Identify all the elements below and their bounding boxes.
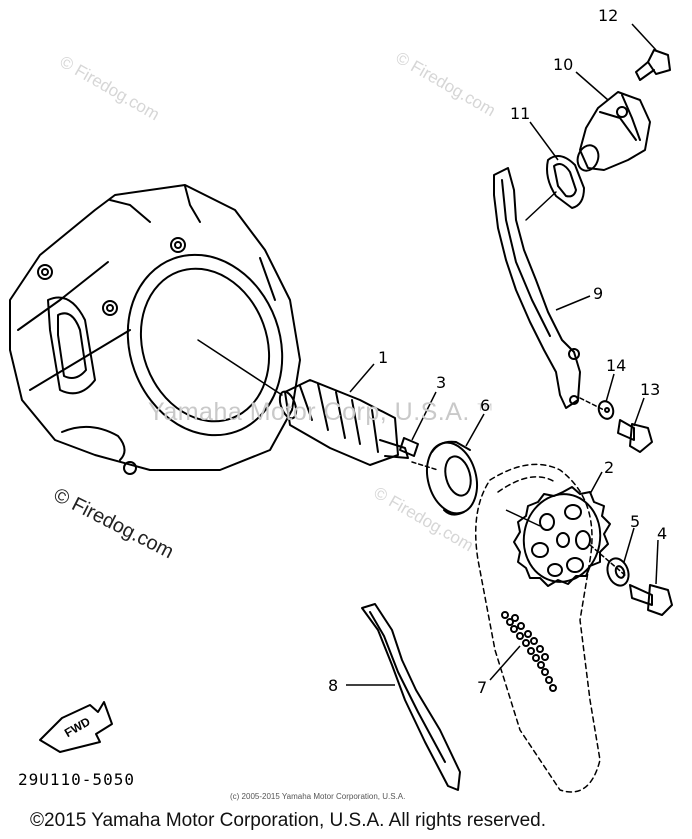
exhaust-chain-guide: [361, 603, 461, 791]
callout-10[interactable]: 10: [553, 55, 574, 74]
callout-11[interactable]: 11: [510, 104, 531, 123]
tensioner-gasket: [525, 155, 585, 221]
callout-14[interactable]: 14: [606, 356, 627, 375]
chain-tensioner: [576, 91, 651, 172]
watermark-tm: TM: [477, 402, 493, 414]
sprocket-bolt: [589, 544, 673, 616]
decompression-cam: [411, 440, 478, 516]
sprocket-washer: [606, 557, 630, 587]
leader-lines: [346, 23, 659, 686]
camshaft: [197, 339, 409, 466]
callout-3[interactable]: 3: [436, 373, 447, 392]
callout-13[interactable]: 13: [640, 380, 661, 399]
cam-chain-path: [474, 463, 601, 793]
small-copyright: (c) 2005-2015 Yamaha Motor Corporation, …: [230, 792, 406, 801]
callout-7[interactable]: 7: [477, 678, 488, 697]
pin: [399, 437, 419, 457]
watermark-yamaha-text: Yamaha Motor Corp, U.S.A.: [148, 398, 470, 426]
cam-chain-links: [501, 611, 557, 692]
tensioner-bolt: [635, 49, 671, 81]
callout-6[interactable]: 6: [480, 396, 491, 415]
watermark-yamaha: Yamaha Motor Corp, U.S.A. TM: [148, 398, 493, 427]
diagram-code: 29U110-5050: [18, 770, 135, 789]
fwd-arrow: [39, 701, 113, 753]
cylinder-head: [9, 184, 301, 475]
callout-5[interactable]: 5: [630, 512, 641, 531]
callout-12[interactable]: 12: [598, 6, 619, 25]
callout-2[interactable]: 2: [604, 458, 615, 477]
callout-4[interactable]: 4: [657, 524, 668, 543]
guide-bolt: [579, 397, 653, 453]
guide-washer: [597, 400, 615, 420]
intake-chain-guide: [493, 167, 581, 409]
copyright-notice: ©2015 Yamaha Motor Corporation, U.S.A. A…: [30, 810, 546, 831]
cam-sprocket: [513, 486, 611, 587]
callout-8[interactable]: 8: [328, 676, 339, 695]
callout-1[interactable]: 1: [378, 348, 389, 367]
callout-9[interactable]: 9: [593, 284, 604, 303]
